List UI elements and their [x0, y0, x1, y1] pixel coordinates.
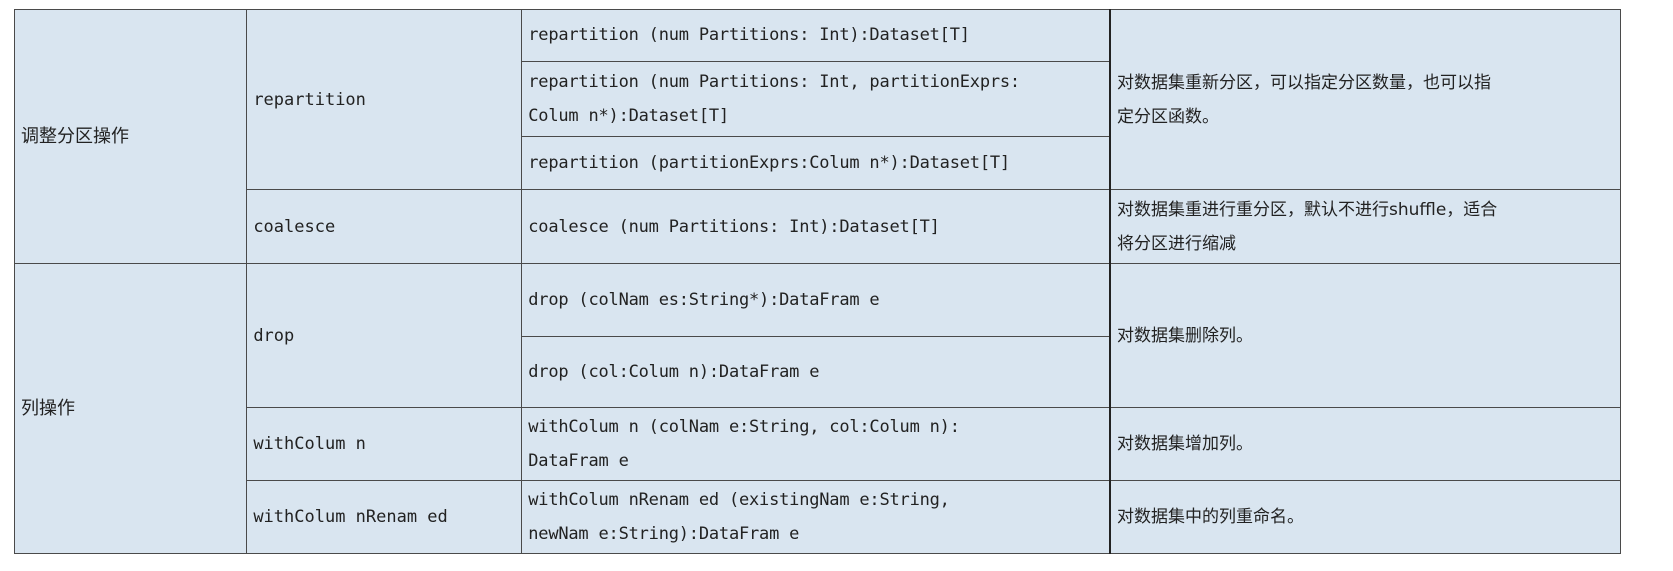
table-row: 列操作 drop drop (colNam es:String*):DataFr…: [13, 263, 1621, 554]
signature-cell: repartition (num Partitions: Int, partit…: [521, 60, 1111, 138]
description-line: 将分区进行缩减: [1117, 233, 1236, 254]
signature-line: coalesce (num Partitions: Int):Dataset[T…: [528, 216, 940, 237]
table-row: repartition (partitionExprs:Colum n*):Da…: [15, 136, 1621, 191]
method-name-cell: coalesce: [246, 189, 523, 265]
category-cell: 调整分区操作: [13, 8, 248, 265]
signature-line: withColum n (colNam e:String, col:Colum …: [528, 416, 960, 437]
table-row: 调整分区操作 repartition repartition (num Part…: [13, 8, 1621, 265]
description-cell: 对数据集增加列。: [1109, 406, 1621, 481]
description-line: 定分区函数。: [1117, 106, 1219, 127]
description-cell: 对数据集中的列重命名。: [1109, 479, 1621, 555]
method-name-cell: repartition: [246, 8, 523, 191]
signature-cell: drop (colNam es:String*):DataFram e: [521, 263, 1111, 337]
signature-cell: withColum nRenam ed (existingNam e:Strin…: [521, 479, 1111, 555]
method-name-cell: withColum n: [246, 406, 523, 481]
method-name-cell: withColum nRenam ed: [246, 479, 523, 555]
signature-line: DataFram e: [528, 450, 629, 471]
table-row: coalesce coalesce (num Partitions: Int):…: [15, 189, 1621, 265]
signature-line: withColum nRenam ed (existingNam e:Strin…: [528, 489, 950, 510]
signature-cell: repartition (num Partitions: Int):Datase…: [521, 9, 1111, 62]
api-reference-table: 调整分区操作 repartition repartition (num Part…: [13, 8, 1621, 555]
signature-line: Colum n*):Dataset[T]: [528, 106, 729, 127]
description-line: 对数据集重新分区，可以指定分区数量，也可以指: [1117, 72, 1491, 93]
method-name-cell: drop: [246, 263, 523, 408]
category-cell: 列操作: [13, 263, 248, 554]
signature-cell: withColum n (colNam e:String, col:Colum …: [521, 406, 1111, 481]
description-line: 对数据集重进行重分区，默认不进行shuffle，适合: [1117, 199, 1498, 220]
table-row: withColum n withColum n (colNam e:String…: [15, 406, 1621, 481]
table-row: repartition (num Partitions: Int, partit…: [15, 60, 1621, 138]
description-line: 对数据集删除列。: [1117, 325, 1253, 346]
signature-line: repartition (num Partitions: Int):Datase…: [528, 25, 970, 46]
description-cell: 对数据集删除列。: [1109, 263, 1621, 408]
signature-line: drop (colNam es:String*):DataFram e: [528, 290, 880, 311]
description-line: 对数据集增加列。: [1117, 433, 1253, 454]
signature-line: repartition (num Partitions: Int, partit…: [528, 72, 1020, 93]
signature-line: drop (col:Colum n):DataFram e: [528, 361, 820, 382]
table-row: drop (col:Colum n):DataFram e: [15, 335, 1621, 408]
signature-cell: coalesce (num Partitions: Int):Dataset[T…: [521, 189, 1111, 265]
description-line: 对数据集中的列重命名。: [1117, 506, 1304, 527]
signature-cell: drop (col:Colum n):DataFram e: [521, 335, 1111, 408]
signature-cell: repartition (partitionExprs:Colum n*):Da…: [521, 136, 1111, 191]
description-cell: 对数据集重进行重分区，默认不进行shuffle，适合 将分区进行缩减: [1109, 189, 1621, 265]
table-row: withColum nRenam ed withColum nRenam ed …: [15, 479, 1621, 555]
signature-line: repartition (partitionExprs:Colum n*):Da…: [528, 153, 1010, 174]
signature-line: newNam e:String):DataFram e: [528, 523, 800, 544]
description-cell: 对数据集重新分区，可以指定分区数量，也可以指 定分区函数。: [1109, 8, 1621, 191]
